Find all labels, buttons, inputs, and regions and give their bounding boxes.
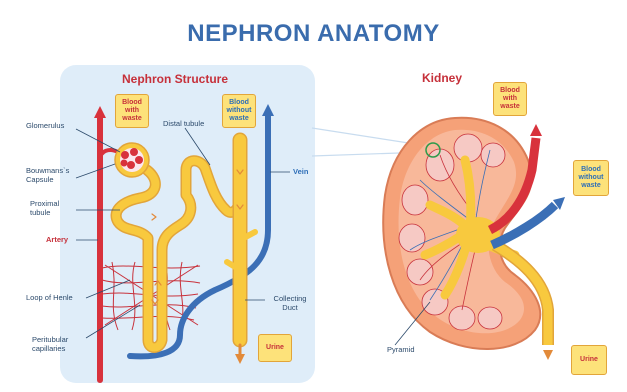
kidney-urine-box: Urine	[571, 345, 607, 375]
label-artery: Artery	[46, 236, 68, 245]
kidney-blood-without-waste-box: Blood without waste	[573, 160, 609, 196]
label-vein: Vein	[293, 168, 308, 177]
page-title: NEPHRON ANATOMY	[0, 20, 627, 48]
nephron-urine-box: Urine	[258, 334, 292, 362]
label-peritubular-capillaries: Peritubular capillaries	[32, 336, 82, 353]
bowmans-capsule	[115, 143, 149, 177]
nephron-blood-with-waste-box: Blood with waste	[115, 94, 149, 128]
nephron-blood-without-waste-box: Blood without waste	[222, 94, 256, 128]
kidney-heading: Kidney	[422, 71, 462, 85]
label-distal-tubule: Distal tubule	[163, 120, 204, 129]
label-pyramid: Pyramid	[387, 346, 415, 355]
kidney-blood-with-waste-box: Blood with waste	[493, 82, 527, 116]
label-proximal-tubule: Proximal tubule	[30, 200, 74, 217]
nephron-heading: Nephron Structure	[122, 72, 228, 86]
label-glomerulus: Glomerulus	[26, 122, 64, 131]
label-loop-of-henle: Loop of Henle	[26, 294, 73, 303]
label-collecting-duct: Collecting Duct	[268, 295, 312, 312]
kidney-organ	[383, 118, 565, 360]
label-bowmans-capsule: Bouwmans`s Capsule	[26, 167, 78, 184]
